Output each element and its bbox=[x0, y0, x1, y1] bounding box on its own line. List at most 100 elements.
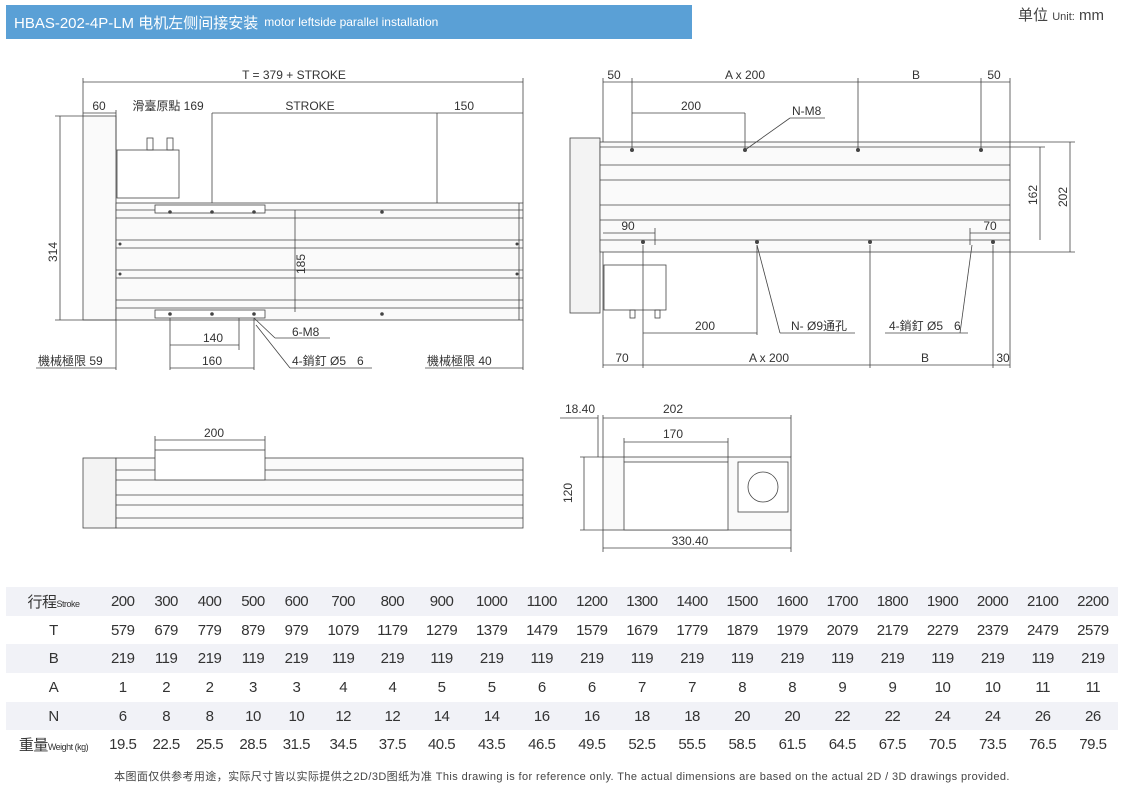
stroke-label: STROKE bbox=[285, 99, 334, 113]
row-label-small: Weight (kg) bbox=[47, 742, 89, 753]
table-cell: 26 bbox=[1067, 701, 1118, 731]
table-cell: 219 bbox=[187, 644, 232, 674]
table-cell: 25.5 bbox=[187, 730, 232, 760]
row-label-main: B bbox=[48, 650, 59, 668]
row-label: N bbox=[6, 701, 101, 731]
table-cell: 1779 bbox=[666, 615, 718, 645]
table-cell: 119 bbox=[416, 644, 467, 674]
table-cell: 200 bbox=[101, 587, 145, 616]
dim-200-top: 200 bbox=[681, 99, 701, 113]
title-main: HBAS-202-4P-LM 电机左侧间接安装 bbox=[14, 14, 259, 32]
table-cell: 119 bbox=[516, 644, 567, 674]
table-cell: 2 bbox=[144, 673, 188, 702]
table-cell: 52.5 bbox=[616, 730, 667, 760]
table-cell: 1479 bbox=[516, 615, 567, 645]
table-cell: 219 bbox=[967, 644, 1018, 674]
table-cell: 28.5 bbox=[231, 730, 275, 760]
bottom-pins-depth: 6 bbox=[954, 319, 961, 333]
table-cell: 1 bbox=[101, 673, 145, 702]
unit-main: 单位 bbox=[1018, 7, 1049, 24]
unit-label: 单位 Unit: mm bbox=[1018, 4, 1104, 25]
dim-202: 202 bbox=[1056, 187, 1070, 207]
table-cell: 300 bbox=[144, 587, 188, 616]
row-label: T bbox=[6, 615, 101, 645]
footnote: 本图面仅供参考用途，实际尺寸皆以实际提供之2D/3D图纸为准 This draw… bbox=[114, 771, 1010, 783]
dim-70-left: 70 bbox=[615, 351, 629, 365]
bottom-pins-label: 4-銷釘 Ø5 bbox=[889, 318, 943, 333]
pins-depth-label: 6 bbox=[357, 354, 364, 368]
top-view bbox=[36, 78, 524, 370]
table-cell: 20 bbox=[717, 701, 768, 731]
table-cell: 14 bbox=[416, 701, 467, 731]
top-view-labels: T = 379 + STROKE 60 滑臺原點 169 STROKE 150 … bbox=[38, 68, 492, 368]
dim-90: 90 bbox=[621, 219, 635, 233]
bottom-view-labels: 50 A x 200 B 50 200 N-M8 162 202 90 70 2… bbox=[607, 68, 1070, 365]
table-cell: 10 bbox=[917, 673, 968, 702]
table-cell: 779 bbox=[187, 615, 232, 645]
dim-a200-top: A x 200 bbox=[725, 68, 765, 82]
table-cell: 49.5 bbox=[566, 730, 617, 760]
dim-t-total: T = 379 + STROKE bbox=[242, 68, 346, 82]
table-cell: 8 bbox=[767, 673, 818, 702]
row-label: B bbox=[6, 644, 101, 674]
table-cell: 8 bbox=[144, 701, 188, 731]
table-cell: 22 bbox=[817, 701, 868, 731]
top-view-holes bbox=[118, 210, 519, 316]
table-cell: 4 bbox=[368, 673, 417, 702]
dim-150: 150 bbox=[454, 99, 474, 113]
table-cell: 7 bbox=[616, 673, 667, 702]
table-cell: 9 bbox=[817, 673, 868, 702]
table-cell: 58.5 bbox=[717, 730, 768, 760]
table-cell: 1300 bbox=[616, 587, 667, 616]
table-cell: 4 bbox=[318, 673, 369, 702]
dim-162: 162 bbox=[1026, 185, 1040, 205]
table-cell: 46.5 bbox=[516, 730, 567, 760]
table-cell: 6 bbox=[101, 701, 145, 731]
end-view-labels: 18.40 202 170 120 330.40 bbox=[561, 402, 709, 548]
table-cell: 2200 bbox=[1067, 587, 1118, 616]
n-holes-label: N- Ø9通孔 bbox=[791, 319, 847, 333]
table-cell: 579 bbox=[101, 615, 145, 645]
table-cell: 10 bbox=[274, 701, 319, 731]
table-cell: 400 bbox=[187, 587, 232, 616]
table-cell: 1000 bbox=[466, 587, 517, 616]
table-cell: 879 bbox=[231, 615, 275, 645]
table-cell: 2579 bbox=[1067, 615, 1118, 645]
table-cell: 12 bbox=[368, 701, 417, 731]
origin-label: 滑臺原點 169 bbox=[132, 98, 204, 113]
table-cell: 8 bbox=[187, 701, 232, 731]
table-cell: 119 bbox=[717, 644, 768, 674]
table-cell: 18 bbox=[666, 701, 718, 731]
row-label: 重量Weight (kg) bbox=[6, 730, 101, 760]
table-cell: 679 bbox=[144, 615, 188, 645]
table-cell: 11 bbox=[1017, 673, 1068, 702]
table-cell: 3 bbox=[274, 673, 319, 702]
table-cell: 2000 bbox=[967, 587, 1018, 616]
table-cell: 24 bbox=[967, 701, 1018, 731]
table-cell: 119 bbox=[817, 644, 868, 674]
dim-50-left: 50 bbox=[607, 68, 621, 82]
table-cell: 2079 bbox=[817, 615, 868, 645]
table-cell: 700 bbox=[318, 587, 369, 616]
table-cell: 1979 bbox=[767, 615, 818, 645]
table-cell: 40.5 bbox=[416, 730, 467, 760]
table-cell: 70.5 bbox=[917, 730, 968, 760]
table-cell: 34.5 bbox=[318, 730, 369, 760]
side-dim-200: 200 bbox=[204, 426, 224, 440]
side-view bbox=[82, 436, 524, 529]
technical-drawing: T = 379 + STROKE 60 滑臺原點 169 STROKE 150 … bbox=[36, 68, 1075, 552]
dim-185: 185 bbox=[294, 254, 308, 274]
table-cell: 219 bbox=[101, 644, 145, 674]
dim-70-inner: 70 bbox=[983, 219, 997, 233]
table-cell: 14 bbox=[466, 701, 517, 731]
table-cell: 119 bbox=[1017, 644, 1068, 674]
row-label-small: Stroke bbox=[56, 598, 81, 609]
table-cell: 119 bbox=[144, 644, 188, 674]
row-label: 行程Stroke bbox=[6, 587, 101, 616]
table-cell: 19.5 bbox=[101, 730, 145, 760]
table-cell: 219 bbox=[867, 644, 918, 674]
